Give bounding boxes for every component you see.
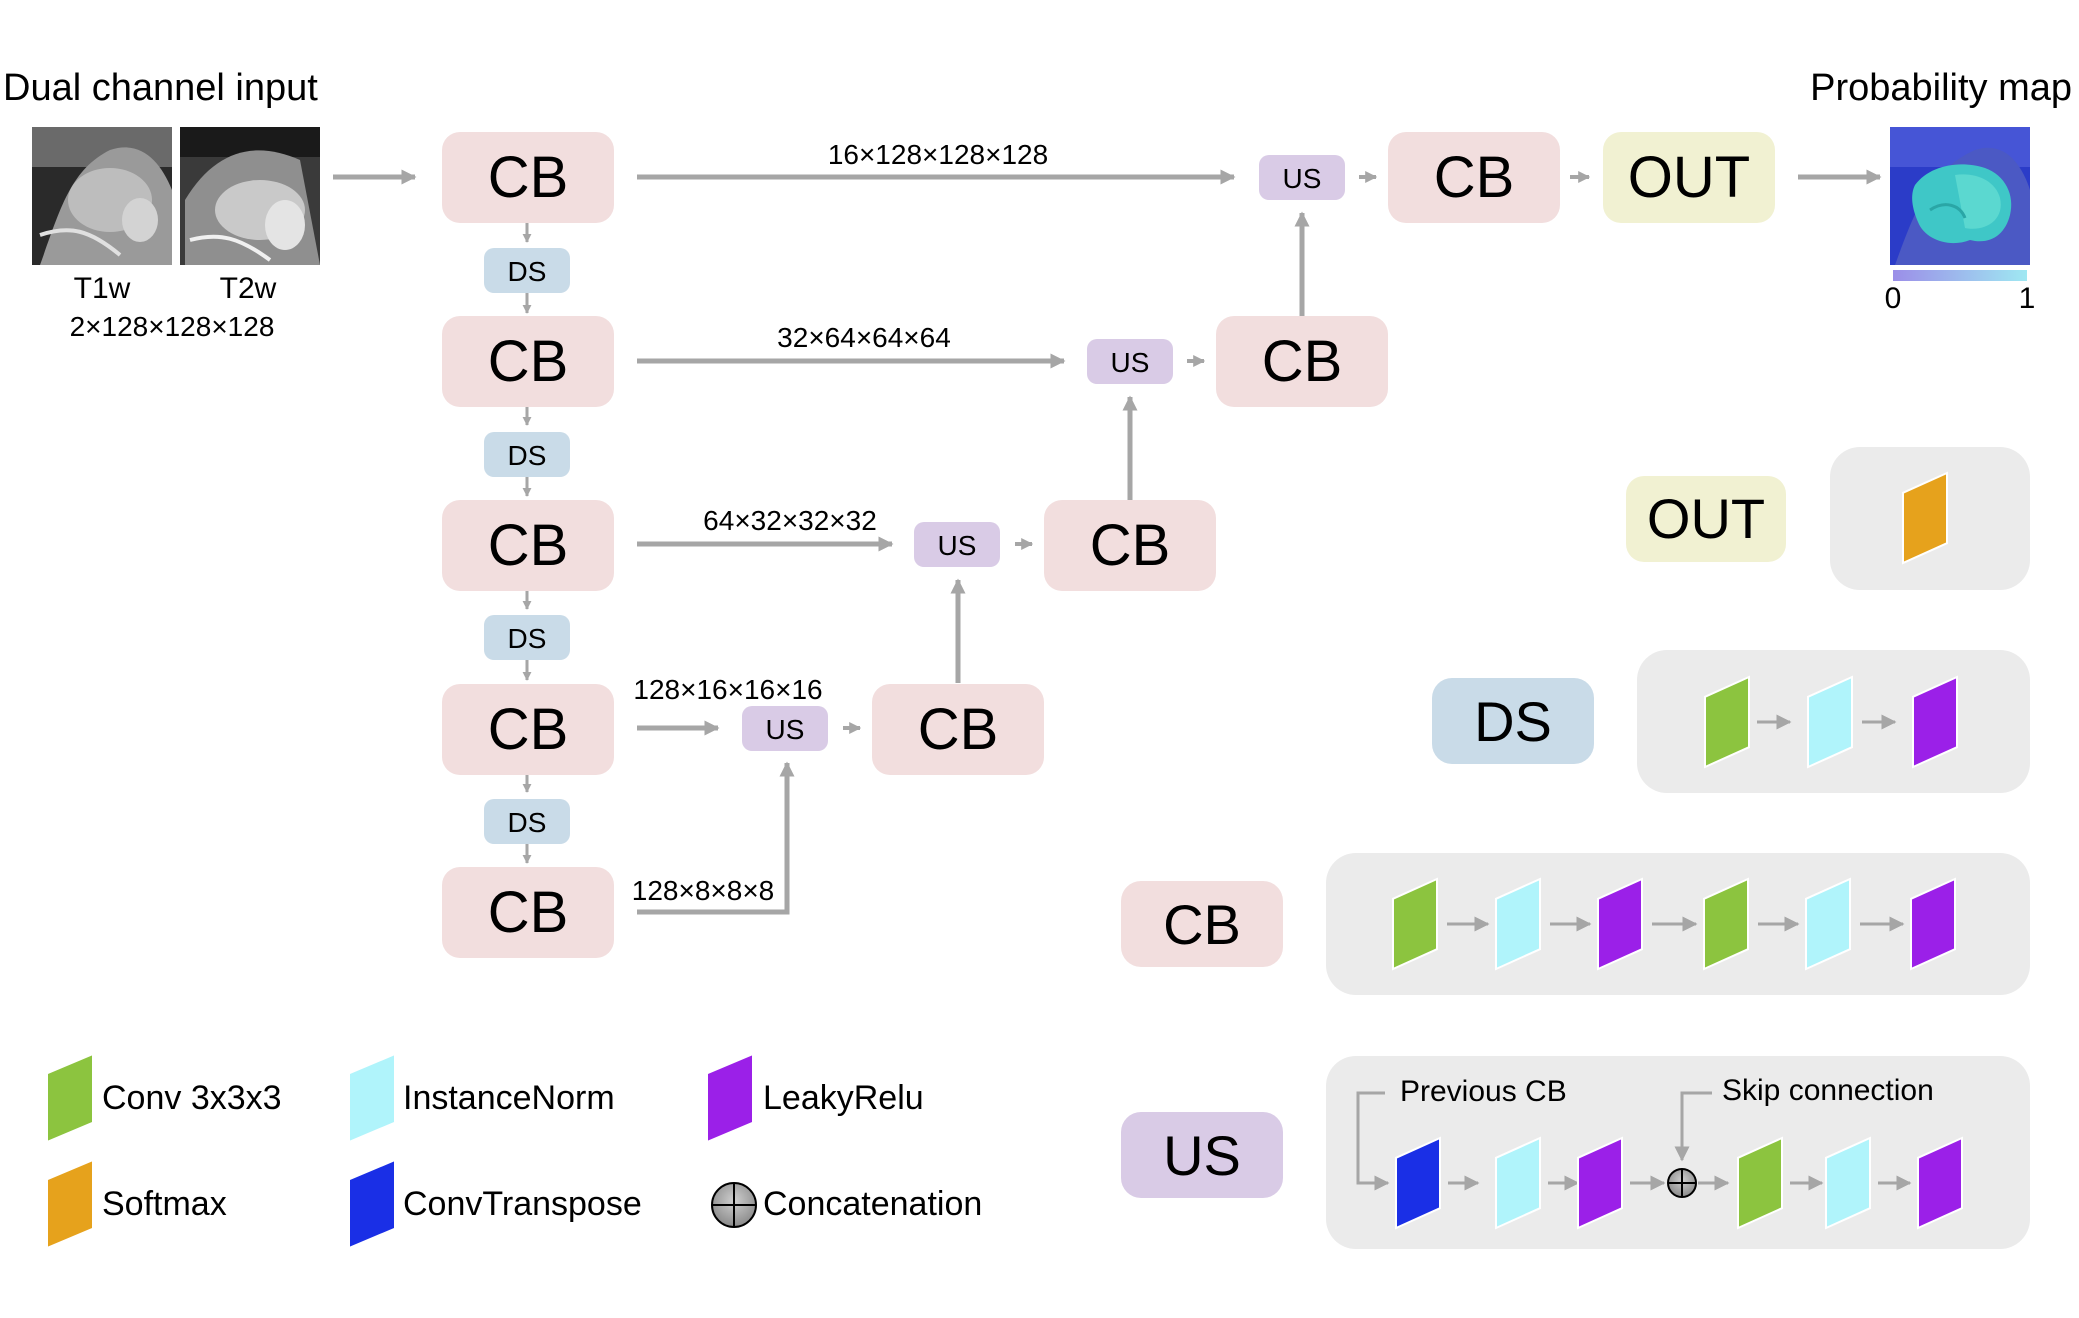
out-block: OUT xyxy=(1603,132,1775,223)
encoder-cb-5: CB xyxy=(442,867,614,958)
skip-connection-label: Skip connection xyxy=(1722,1074,1934,1107)
instancenorm-icon xyxy=(1495,1136,1541,1230)
conv-icon xyxy=(1703,877,1749,971)
decoder-cb-3: CB xyxy=(1044,500,1216,591)
dim-level4: 128×16×16×16 xyxy=(633,674,822,705)
encoder-ds-4: DS xyxy=(484,799,570,844)
legend-instancenorm-icon xyxy=(348,1052,396,1144)
legend-leakyrelu-icon xyxy=(706,1052,754,1144)
legend: Conv 3x3x3 InstanceNorm LeakyRelu Softma… xyxy=(102,1079,982,1223)
legend-convtranspose-label: ConvTranspose xyxy=(403,1185,642,1223)
decoder-us-4: US xyxy=(742,706,828,751)
leakyrelu-icon xyxy=(1912,675,1958,769)
layer-icons xyxy=(46,471,1963,1250)
decoder-us-3: US xyxy=(914,522,1000,567)
encoder-cb-3: CB xyxy=(442,500,614,591)
t1w-label: T1w xyxy=(74,272,131,305)
encoder-ds-1: DS xyxy=(484,248,570,293)
conv-icon xyxy=(1737,1136,1783,1230)
decoder-cb-4: CB xyxy=(872,684,1044,775)
t2w-label: T2w xyxy=(220,272,277,305)
t1w-image xyxy=(32,127,172,265)
svg-text:CB: CB xyxy=(918,697,999,762)
svg-text:US: US xyxy=(1283,163,1322,194)
decoder-cb-2: CB xyxy=(1216,316,1388,407)
dim-level1: 16×128×128×128 xyxy=(828,139,1048,170)
legend-softmax-icon xyxy=(46,1158,94,1250)
svg-text:CB: CB xyxy=(1262,329,1343,394)
t2w-image xyxy=(180,127,320,265)
svg-text:US: US xyxy=(1111,347,1150,378)
out-detail: OUT xyxy=(1626,447,2030,590)
svg-text:CB: CB xyxy=(488,880,569,945)
svg-text:DS: DS xyxy=(508,807,547,838)
svg-text:US: US xyxy=(938,530,977,561)
decoder-cb-1: CB xyxy=(1388,132,1560,223)
decoder-us-1: US xyxy=(1259,155,1345,200)
instancenorm-icon xyxy=(1495,877,1541,971)
legend-concatenation-label: Concatenation xyxy=(763,1185,982,1223)
legend-conv-icon xyxy=(46,1052,94,1144)
leakyrelu-icon xyxy=(1597,877,1643,971)
encoder-cb-2: CB xyxy=(442,316,614,407)
svg-text:CB: CB xyxy=(488,329,569,394)
conv-icon xyxy=(1704,675,1750,769)
input-shape: 2×128×128×128 xyxy=(70,311,275,342)
convtranspose-icon xyxy=(1395,1136,1441,1230)
svg-text:DS: DS xyxy=(508,256,547,287)
leakyrelu-icon xyxy=(1577,1136,1623,1230)
svg-text:CB: CB xyxy=(488,145,569,210)
legend-conv-label: Conv 3x3x3 xyxy=(102,1079,282,1117)
concatenation-icon xyxy=(1667,1168,1697,1198)
legend-instancenorm-label: InstanceNorm xyxy=(403,1079,615,1117)
us-detail: US Previous CB Skip connection xyxy=(1121,1056,2030,1249)
dim-level3: 64×32×32×32 xyxy=(703,505,877,536)
leakyrelu-icon xyxy=(1917,1136,1963,1230)
encoder-cb-4: CB xyxy=(442,684,614,775)
legend-softmax-label: Softmax xyxy=(102,1185,227,1223)
svg-text:DS: DS xyxy=(508,440,547,471)
instancenorm-icon xyxy=(1805,877,1851,971)
probability-scale-bar xyxy=(1893,270,2027,281)
output-title: Probability map xyxy=(1810,67,2072,109)
encoder-ds-2: DS xyxy=(484,432,570,477)
svg-text:US: US xyxy=(766,714,805,745)
input-title: Dual channel input xyxy=(3,67,318,109)
svg-text:CB: CB xyxy=(1163,893,1241,956)
svg-text:US: US xyxy=(1163,1124,1241,1187)
dim-level2: 32×64×64×64 xyxy=(777,322,951,353)
svg-text:CB: CB xyxy=(1090,513,1171,578)
svg-text:DS: DS xyxy=(1474,690,1552,753)
scale-max-label: 1 xyxy=(2019,282,2036,315)
svg-text:OUT: OUT xyxy=(1647,487,1765,550)
leakyrelu-icon xyxy=(1910,877,1956,971)
svg-text:CB: CB xyxy=(488,513,569,578)
svg-text:DS: DS xyxy=(508,623,547,654)
network-arrows xyxy=(333,169,1882,915)
previous-cb-label: Previous CB xyxy=(1400,1075,1567,1108)
conv-icon xyxy=(1392,877,1438,971)
probability-map-image xyxy=(1890,127,2030,265)
legend-convtranspose-icon xyxy=(348,1158,396,1250)
decoder-us-2: US xyxy=(1087,339,1173,384)
svg-text:CB: CB xyxy=(488,697,569,762)
instancenorm-icon xyxy=(1825,1136,1871,1230)
dim-level5: 128×8×8×8 xyxy=(632,875,775,906)
softmax-icon xyxy=(1902,471,1948,565)
encoder-ds-3: DS xyxy=(484,615,570,660)
legend-leakyrelu-label: LeakyRelu xyxy=(763,1079,924,1117)
svg-text:CB: CB xyxy=(1434,145,1515,210)
svg-text:OUT: OUT xyxy=(1628,145,1750,210)
encoder-cb-1: CB xyxy=(442,132,614,223)
scale-min-label: 0 xyxy=(1885,282,1902,315)
instancenorm-icon xyxy=(1807,675,1853,769)
legend-concatenation-icon xyxy=(711,1182,757,1228)
